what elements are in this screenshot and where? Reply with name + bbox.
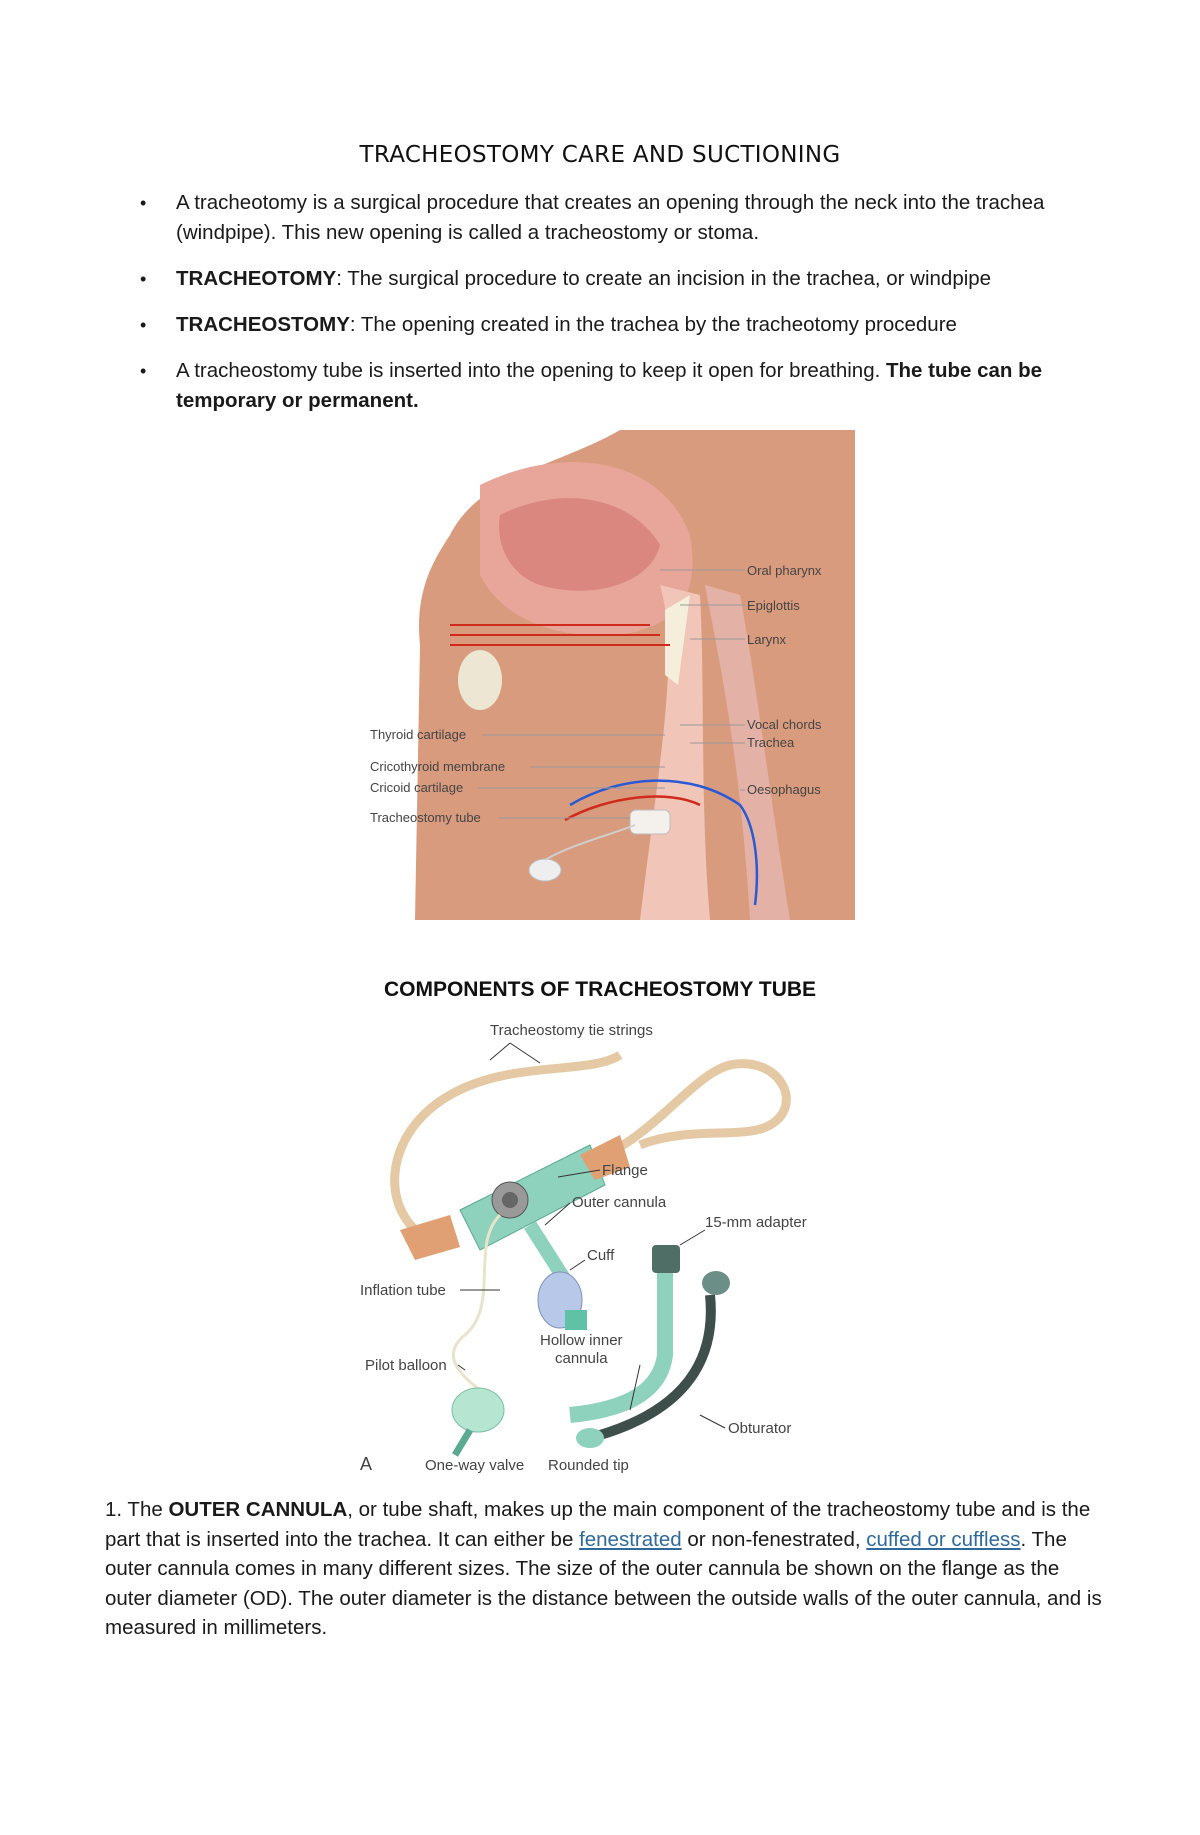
bullet-item: TRACHEOSTOMY: The opening created in the…	[140, 310, 1100, 340]
one-way-valve-shape	[451, 1428, 474, 1457]
airflow-arrow-blue	[569, 779, 759, 906]
label-hollow-inner-cannula-line2: cannula	[555, 1350, 608, 1367]
bullet-text: A tracheotomy is a surgical procedure th…	[176, 191, 1045, 244]
label-obturator: Obturator	[728, 1420, 791, 1437]
bullet-list: A tracheotomy is a surgical procedure th…	[140, 188, 1100, 432]
label-cricoid-cartilage: Cricoid cartilage	[370, 780, 463, 795]
bullet-term: TRACHEOSTOMY	[176, 313, 350, 336]
tie-string-left	[390, 1051, 623, 1245]
paragraph-text: , or tube shaft, makes up the main compo…	[105, 1498, 1091, 1551]
inflation-line	[544, 824, 636, 861]
fenestrated-link[interactable]: fenestrated	[579, 1527, 682, 1551]
bullet-item: TRACHEOTOMY: The surgical procedure to c…	[140, 264, 1100, 294]
oesophagus-channel	[705, 585, 790, 920]
label-cuff: Cuff	[587, 1247, 615, 1264]
inflation-tube-shape	[451, 1213, 502, 1392]
tie-string-right	[578, 1059, 791, 1170]
leader-line	[569, 1259, 586, 1271]
label-15mm-adapter: 15-mm adapter	[705, 1214, 807, 1231]
leader-line	[679, 1229, 706, 1246]
tracheostomy-tube-components-illustration: Tracheostomy tie strings Flange Outer ca…	[360, 1022, 807, 1474]
label-one-way-valve: One-way valve	[425, 1457, 524, 1474]
label-oral-pharynx: Oral pharynx	[747, 563, 822, 578]
flange-shape	[459, 1144, 606, 1251]
paragraph-text: . The outer cannula comes in many differ…	[105, 1527, 1102, 1640]
strap-holder-right	[580, 1135, 630, 1180]
paragraph-term: OUTER CANNULA	[168, 1498, 348, 1521]
jaw-bone	[458, 650, 502, 710]
leader-line	[699, 1414, 726, 1429]
leader-line	[544, 1202, 571, 1226]
obturator-handle	[702, 1271, 730, 1295]
bullet-text: A tracheostomy tube is inserted into the…	[176, 359, 886, 382]
adapter-shape	[652, 1245, 680, 1273]
cuff-tip	[565, 1310, 587, 1330]
face-outline-mask	[415, 430, 620, 920]
leader-line	[509, 1042, 541, 1064]
label-flange: Flange	[602, 1162, 648, 1179]
paragraph-text: 1. The	[105, 1498, 169, 1521]
airway-channel	[640, 585, 710, 920]
label-thyroid-cartilage: Thyroid cartilage	[370, 727, 466, 742]
cuffed-or-cuffless-link[interactable]: cuffed or cuffless	[866, 1527, 1021, 1551]
label-cricothyroid-membrane: Cricothyroid membrane	[370, 759, 505, 774]
leader-line	[629, 1364, 641, 1411]
outer-cannula-paragraph: 1. The OUTER CANNULA, or tube shaft, mak…	[105, 1495, 1105, 1643]
bullet-text: : The surgical procedure to create an in…	[336, 267, 992, 290]
bullet-term: TRACHEOTOMY	[176, 267, 337, 290]
label-vocal-chords: Vocal chords	[747, 717, 822, 732]
label-trachea: Trachea	[747, 735, 795, 750]
leader-line	[557, 1169, 601, 1178]
flange-opening-inner	[502, 1192, 518, 1208]
label-tracheostomy-tube: Tracheostomy tube	[370, 810, 481, 825]
label-rounded-tip: Rounded tip	[548, 1457, 629, 1474]
components-title: COMPONENTS OF TRACHEOSTOMY TUBE	[383, 978, 817, 1001]
label-tie-strings: Tracheostomy tie strings	[490, 1022, 653, 1039]
figure-letter: A	[360, 1454, 372, 1474]
page-title: TRACHEOSTOMY CARE AND SUCTIONING	[359, 142, 841, 168]
label-oesophagus: Oesophagus	[747, 782, 821, 797]
epiglottis-shape	[665, 595, 690, 685]
label-hollow-inner-cannula-line1: Hollow inner	[540, 1332, 623, 1349]
leader-line	[489, 1042, 511, 1061]
pilot-balloon-shape	[451, 1387, 505, 1433]
bullet-bold-tail: The tube can be temporary or permanent.	[176, 359, 1043, 412]
bullet-text: : The opening created in the trachea by …	[349, 313, 957, 336]
label-epiglottis: Epiglottis	[747, 598, 800, 613]
pilot-balloon-illustration	[528, 858, 562, 882]
obturator-shape	[598, 1294, 716, 1440]
outer-cannula-shape	[524, 1221, 571, 1284]
label-larynx: Larynx	[747, 632, 787, 647]
airway-anatomy-illustration: Oral pharynx Epiglottis Larynx Vocal cho…	[370, 430, 855, 920]
label-inflation-tube: Inflation tube	[360, 1282, 446, 1299]
rounded-tip-shape	[576, 1428, 604, 1448]
bullet-item: A tracheostomy tube is inserted into the…	[140, 356, 1100, 416]
strap-holder-left	[400, 1215, 460, 1260]
label-pilot-balloon: Pilot balloon	[365, 1357, 447, 1374]
inner-cannula-shape	[569, 1270, 673, 1423]
tracheostomy-tube-flange	[629, 809, 671, 835]
bullet-item: A tracheotomy is a surgical procedure th…	[140, 188, 1100, 248]
paragraph-text: or non-fenestrated,	[681, 1527, 867, 1551]
airflow-arrow-red-return	[564, 795, 701, 822]
leader-line	[457, 1364, 466, 1371]
label-outer-cannula: Outer cannula	[572, 1194, 667, 1211]
palate-shape	[499, 498, 660, 591]
